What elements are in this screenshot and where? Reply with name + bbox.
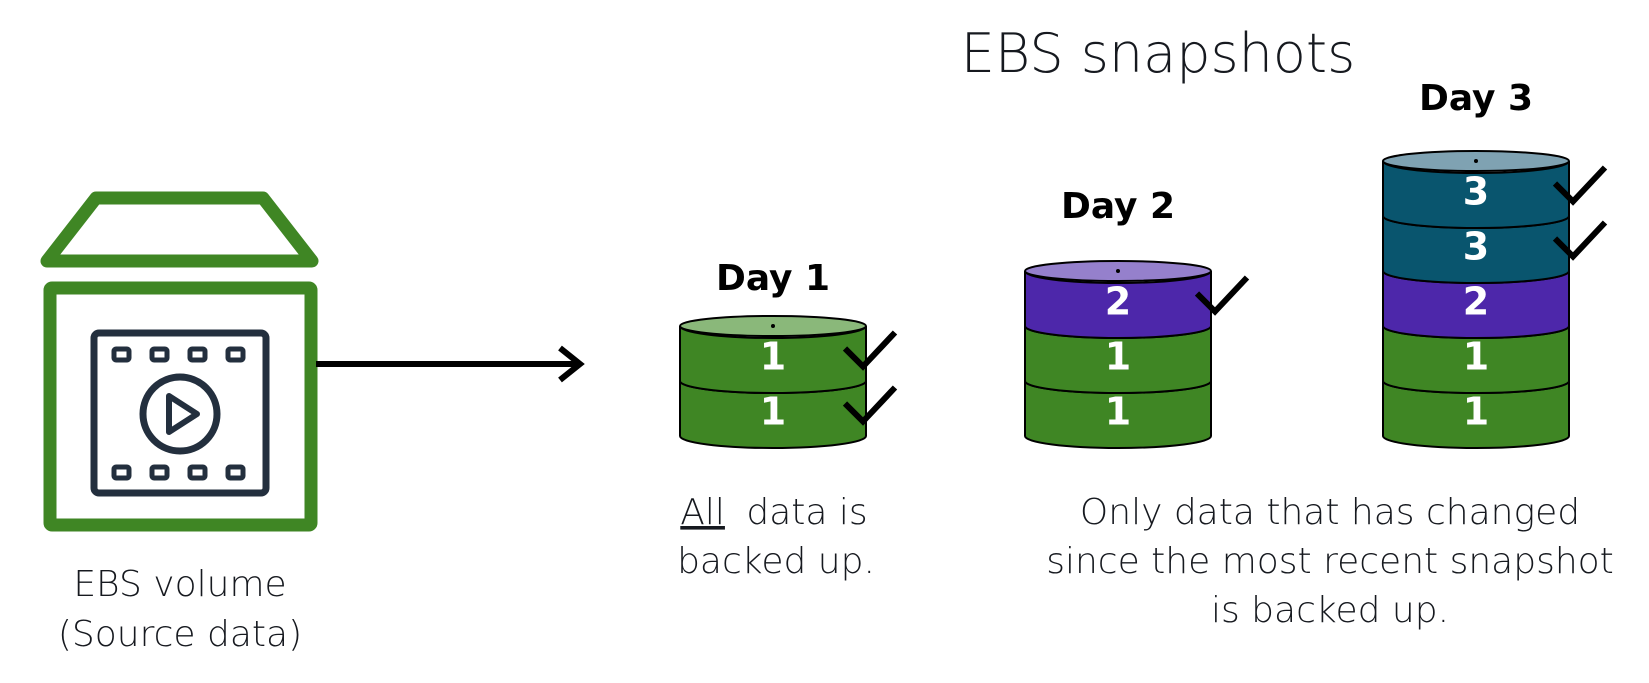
snapshot-day-1: 11	[679, 315, 898, 449]
layer-label: 3	[1463, 170, 1489, 214]
snapshot-layer	[679, 325, 867, 394]
snapshot-day-2: 1 1 2	[1024, 260, 1250, 449]
snapshot-day-3: 1 1 2 3 3	[1382, 150, 1608, 449]
checkmark-icon	[1552, 220, 1608, 261]
layer-label: 1	[760, 390, 786, 434]
day-2-label: Day 2	[1061, 186, 1175, 227]
layer-label: 2	[1463, 280, 1489, 324]
layer-label: 1	[1105, 335, 1131, 379]
incremental-caption-line2: since the most recent snapshot	[1046, 541, 1614, 582]
snapshot-layer	[1024, 270, 1212, 339]
day-1-label: Day 1	[716, 258, 830, 299]
source-label-line2: (Source data)	[58, 614, 302, 655]
cylinder-top-dot	[771, 324, 775, 328]
full-backup-caption-line2: backed up.	[677, 541, 875, 582]
play-icon	[139, 373, 221, 455]
checkmark-icon	[842, 385, 898, 426]
video-file-icon	[40, 191, 319, 532]
full-backup-caption-line1: All data is	[680, 492, 867, 533]
checkmark-icon	[842, 330, 898, 371]
snapshot-layer	[1382, 160, 1570, 229]
layer-label: 2	[1105, 280, 1131, 324]
arrow-icon	[316, 345, 585, 383]
layer-label: 1	[760, 335, 786, 379]
diagram-title: EBS snapshots	[961, 22, 1355, 85]
layer-label: 1	[1105, 390, 1131, 434]
full-caption-rest: data is	[746, 492, 867, 533]
cylinder-top-dot	[1116, 269, 1120, 273]
source-label-line1: EBS volume	[73, 564, 286, 605]
checkmark-icon	[1552, 165, 1608, 206]
layer-label: 1	[1463, 335, 1489, 379]
layer-label: 1	[1463, 390, 1489, 434]
all-emphasis: All	[680, 492, 725, 533]
day-3-label: Day 3	[1419, 78, 1533, 119]
layer-label: 3	[1463, 225, 1489, 269]
incremental-caption-line3: is backed up.	[1211, 590, 1449, 631]
incremental-caption-line1: Only data that has changed	[1080, 492, 1580, 533]
cylinder-top-dot	[1474, 159, 1478, 163]
checkmark-icon	[1194, 275, 1250, 316]
